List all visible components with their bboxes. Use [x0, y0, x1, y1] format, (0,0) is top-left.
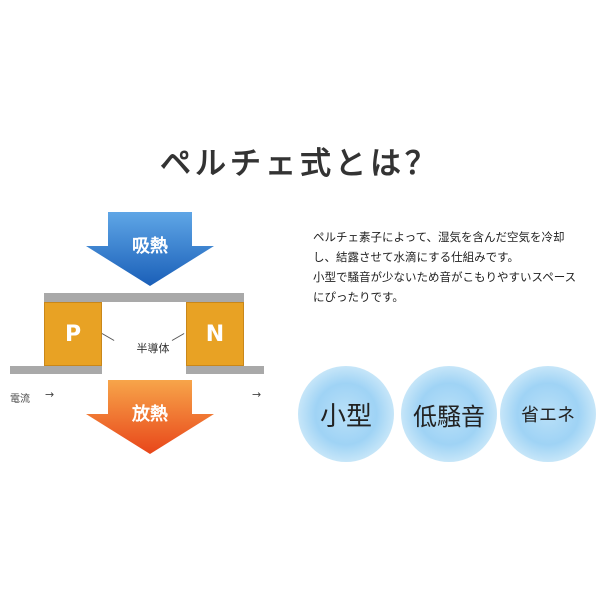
top-plate	[44, 293, 244, 302]
feature-energy-saving: 省エネ	[500, 366, 596, 462]
heat-absorb-label: 吸熱	[132, 236, 168, 257]
heat-release-arrow	[86, 380, 214, 454]
heat-absorb-arrow	[86, 212, 214, 286]
feature-compact: 小型	[298, 366, 394, 462]
semiconductor-label: 半導体	[136, 342, 170, 355]
feature-energy-saving-label: 省エネ	[521, 405, 575, 426]
feature-compact-label: 小型	[319, 401, 372, 432]
heat-release-label: 放熱	[132, 404, 168, 425]
n-label: N	[205, 321, 225, 347]
description-paragraph-1: ペルチェ素子によって、湿気を含んだ空気を冷却し、結露させて水滴にする仕組みです。	[313, 230, 565, 264]
p-label: P	[64, 321, 82, 347]
current-label: 電流	[10, 394, 30, 405]
feature-low-noise: 低騒音	[401, 366, 497, 462]
description-paragraph-2: 小型で騒音が少ないため音がこもりやすいスペースにぴったりです。	[313, 270, 577, 304]
bottom-plate-left	[10, 366, 102, 374]
page-title: ペルチェ式とは？	[160, 146, 440, 182]
feature-low-noise-label: 低騒音	[413, 402, 485, 431]
current-arrow-right: →	[252, 388, 262, 401]
description: ペルチェ素子によって、湿気を含んだ空気を冷却し、結露させて水滴にする仕組みです。…	[313, 227, 583, 307]
bottom-plate-right	[186, 366, 264, 374]
p-type-block: P	[44, 302, 102, 366]
current-arrow-left: →	[45, 388, 55, 401]
n-type-block: N	[186, 302, 244, 366]
